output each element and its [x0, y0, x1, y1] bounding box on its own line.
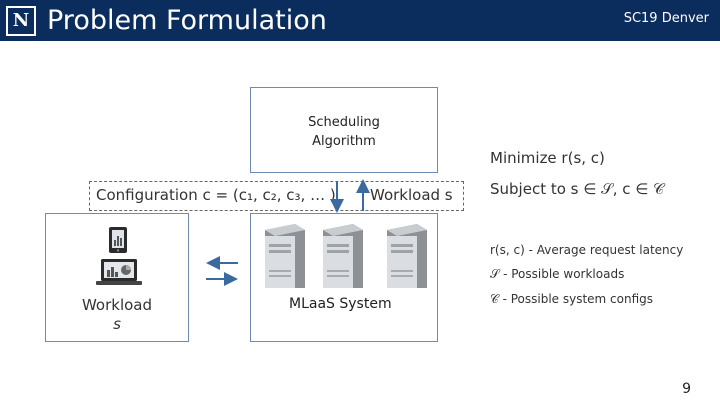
university-logo: N: [6, 6, 36, 36]
configuration-label: Configuration c = (c₁, c₂, c₃, … ): [96, 186, 336, 204]
client-workload-label: Workload s: [81, 296, 153, 333]
page-number: 9: [682, 381, 691, 397]
slide-title: Problem Formulation: [47, 5, 327, 36]
scheduling-algorithm-label: Scheduling Algorithm: [308, 115, 380, 149]
minimize-objective: Minimize r(s, c): [490, 149, 605, 167]
server-icon: [387, 224, 427, 288]
legend-configs: 𝒞 - Possible system configs: [490, 292, 654, 306]
tablet-icon: [109, 227, 127, 253]
workload-top-label: Workload s: [370, 186, 453, 204]
server-icon: [323, 224, 363, 288]
server-icon: [265, 224, 305, 288]
legend-workloads: 𝒮 - Possible workloads: [490, 267, 625, 281]
header-bar: N Problem Formulation SC19 Denver: [0, 0, 720, 41]
config-workload-box: Configuration c = (c₁, c₂, c₃, … ) Workl…: [89, 181, 464, 211]
legend-latency: r(s, c) - Average request latency: [490, 243, 684, 257]
mlaas-system-label: MLaaS System: [289, 296, 392, 312]
laptop-icon: [96, 259, 142, 285]
scheduling-algorithm-box: Scheduling Algorithm: [250, 87, 438, 173]
mlaas-system-box: MLaaS System: [250, 213, 438, 342]
subject-to-constraint: Subject to s ∈ 𝒮, c ∈ 𝒞: [490, 180, 665, 198]
conference-label: SC19 Denver: [623, 11, 709, 26]
client-workload-box: Workload s: [45, 213, 189, 342]
